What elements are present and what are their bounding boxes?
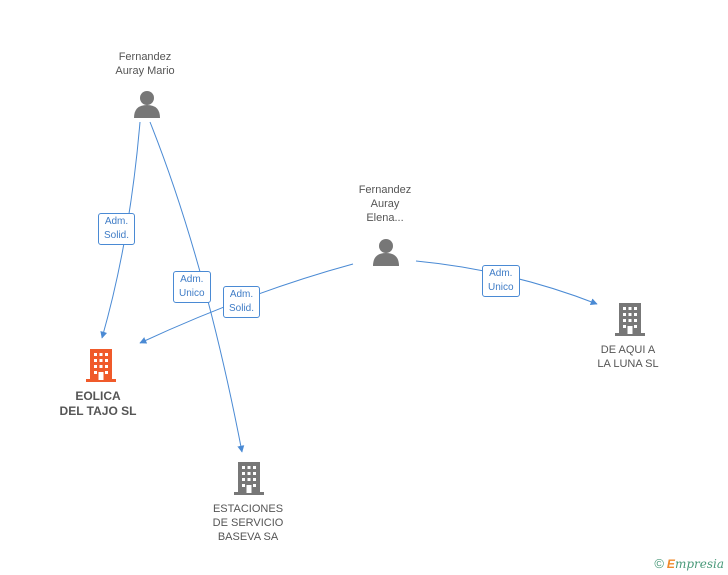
edge-label-elena-eolica: Adm. Solid. (223, 286, 261, 318)
person-label-mario[interactable]: Fernandez Auray Mario (115, 51, 175, 77)
brand-logo-initial: E (666, 557, 675, 571)
person-label-elena[interactable]: Fernandez Auray Elena... (358, 184, 412, 224)
brand-logo-text: mpresia (674, 557, 724, 571)
building-icon[interactable] (86, 348, 116, 382)
building-icon[interactable] (615, 302, 645, 336)
company-label-eolica[interactable]: EOLICA DEL TAJO SL (59, 389, 137, 418)
company-label-deaqui[interactable]: DE AQUI A LA LUNA SL (597, 344, 659, 370)
person-icon[interactable] (133, 89, 161, 119)
company-label-estaciones[interactable]: ESTACIONES DE SERVICIO BASEVA SA (212, 503, 284, 543)
edge-label-elena-deaqui: Adm. Unico (482, 265, 520, 297)
person-icon[interactable] (372, 237, 400, 267)
copyright-symbol: © (654, 556, 664, 571)
building-icon[interactable] (234, 461, 264, 495)
edge-label-mario-estaciones: Adm. Unico (173, 271, 211, 303)
edge-label-mario-eolica: Adm. Solid. (98, 213, 136, 245)
brand-footer[interactable]: ©Empresia (654, 556, 724, 571)
